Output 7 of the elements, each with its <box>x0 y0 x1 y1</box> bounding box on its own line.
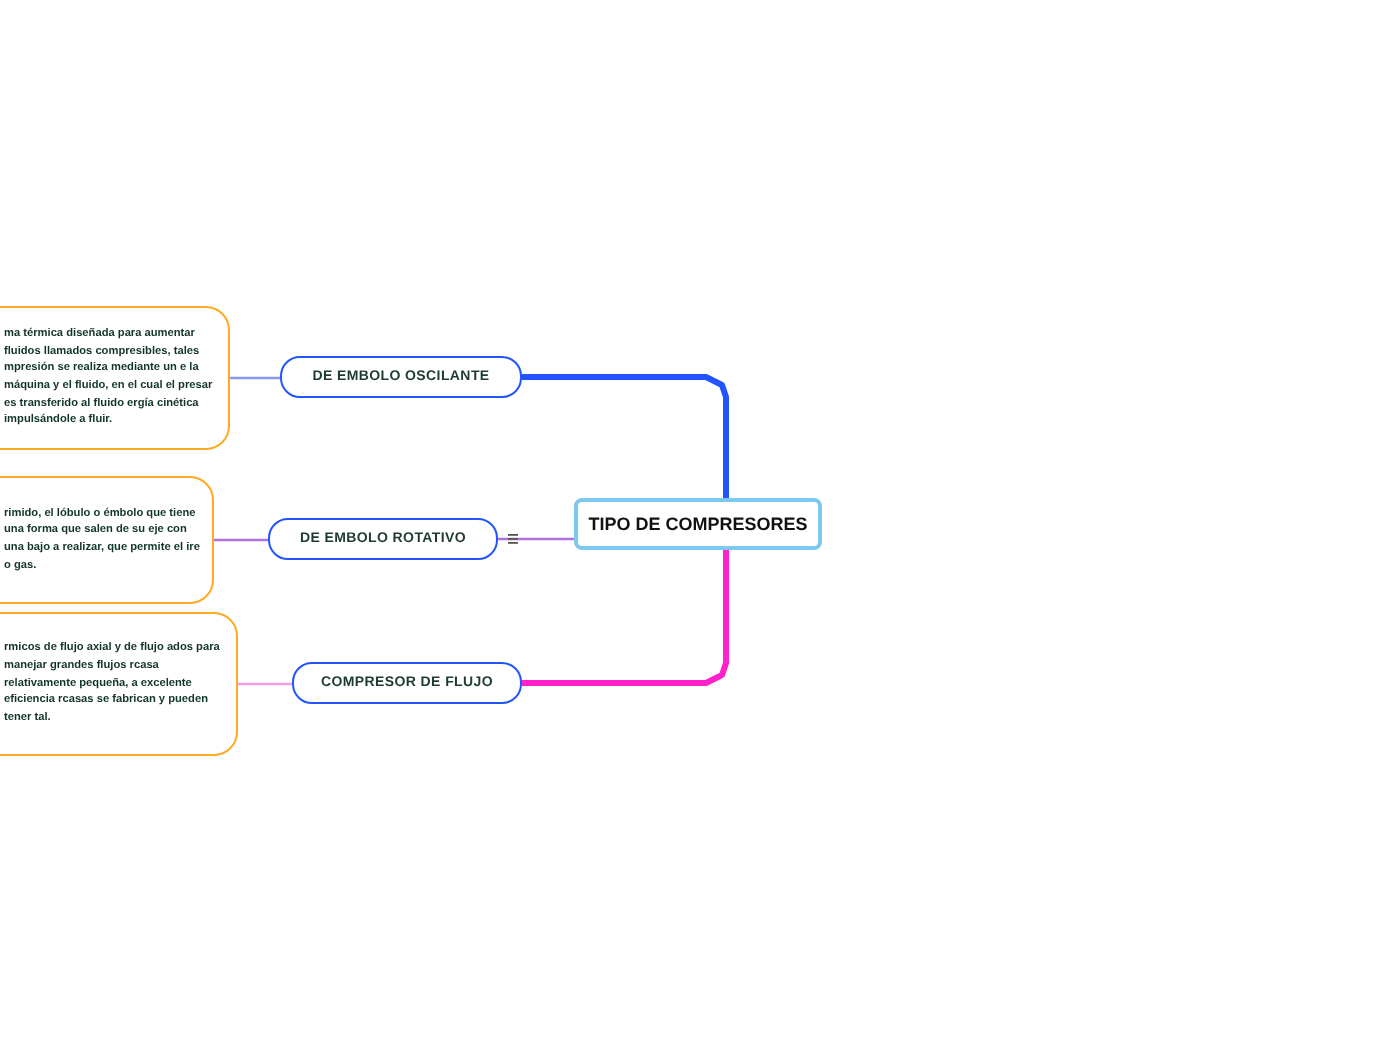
connector-line <box>522 374 729 498</box>
connector-line <box>238 682 292 686</box>
connector-line <box>498 537 574 541</box>
connector-line <box>214 538 268 542</box>
connector-line <box>522 550 729 686</box>
connector-line <box>230 376 280 380</box>
central-topic-box: TIPO DE COMPRESORES <box>574 498 822 550</box>
